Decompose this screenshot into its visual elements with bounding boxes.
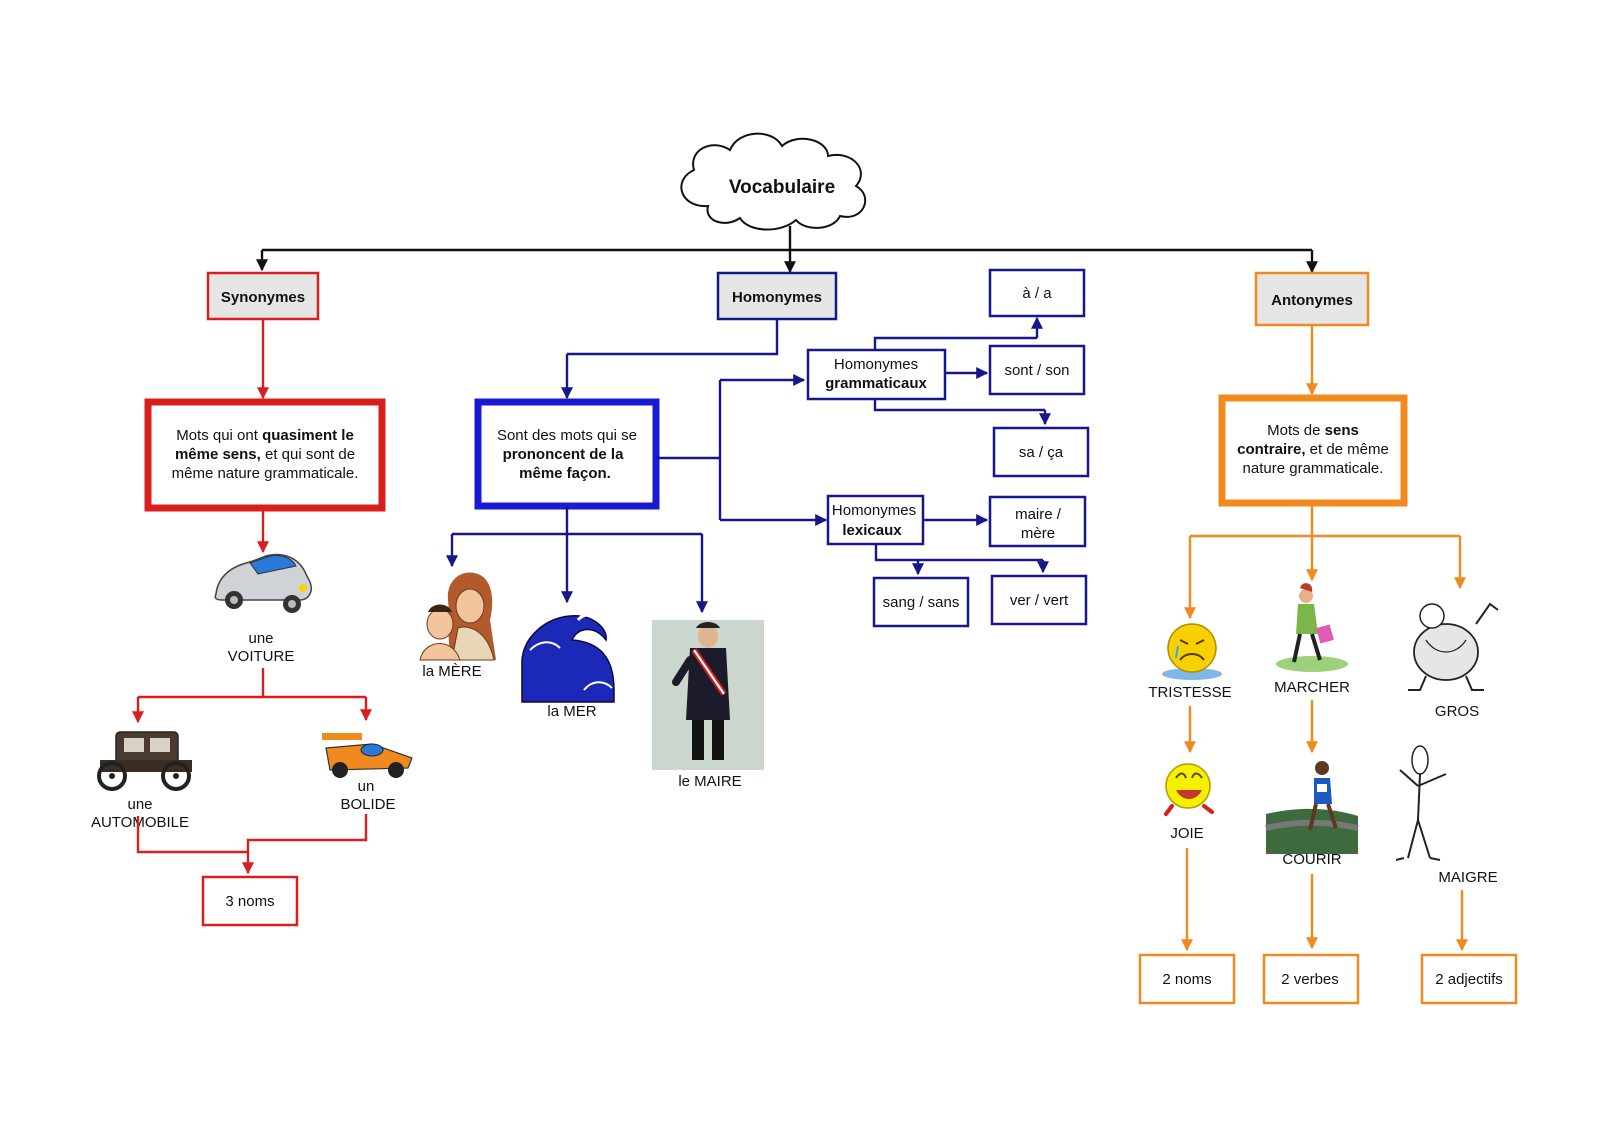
synonymes-definition-line1: Mots qui ont quasiment le bbox=[176, 427, 354, 444]
ant-def-bold0: sens bbox=[1325, 422, 1359, 439]
pair-ver: ver / vert bbox=[1010, 592, 1069, 609]
lexicaux-line1: Homonymes bbox=[832, 502, 916, 519]
voiture-article: une bbox=[248, 630, 273, 647]
antonymes-summary-box-1 bbox=[1138, 953, 1236, 1005]
automobile-article: une bbox=[127, 796, 152, 813]
happy-face-icon bbox=[1164, 763, 1214, 816]
synonymes-definition-line3: même nature grammaticale. bbox=[172, 465, 359, 482]
courir-caption: COURIR bbox=[1282, 851, 1341, 868]
antonymes-definition-line2: contraire, et de même bbox=[1237, 441, 1389, 458]
synonymes-definition-line2: même sens, et qui sont de bbox=[175, 446, 355, 463]
voiture-noun: VOITURE bbox=[228, 648, 295, 665]
synonymes-summary: 3 noms bbox=[225, 893, 274, 910]
mere-caption: la MÈRE bbox=[422, 663, 481, 680]
joie-caption: JOIE bbox=[1170, 825, 1203, 842]
antonymes-summary-box-2 bbox=[1262, 953, 1360, 1005]
synonymes-branch: Synonymes Mots qui ont quasiment le même… bbox=[91, 271, 413, 927]
homonymes-definition-line3: même façon. bbox=[519, 465, 611, 482]
antonymes-summary-2: 2 verbes bbox=[1281, 971, 1339, 988]
grammaticaux-box bbox=[806, 348, 947, 401]
mayor-icon bbox=[652, 620, 764, 770]
pair-maire-line1: maire / bbox=[1015, 506, 1062, 523]
thin-man-icon bbox=[1395, 745, 1447, 861]
vintage-car-icon bbox=[97, 731, 192, 791]
pair-sa: sa / ça bbox=[1019, 444, 1064, 461]
sad-face-icon bbox=[1162, 623, 1222, 680]
synonymes-summary-box bbox=[201, 875, 299, 927]
automobile-noun: AUTOMOBILE bbox=[91, 814, 189, 831]
pair-sang: sang / sans bbox=[883, 594, 960, 611]
grammaticaux-line2: grammaticaux bbox=[825, 375, 927, 392]
pair-box-ver bbox=[990, 574, 1088, 626]
mother-child-icon bbox=[419, 572, 496, 661]
antonymes-definition-line1: Mots de sens bbox=[1267, 422, 1359, 439]
syn-def-pre: Mots qui ont bbox=[176, 427, 262, 444]
homonymes-definition-line1: Sont des mots qui se bbox=[497, 427, 637, 444]
maire-caption: le MAIRE bbox=[678, 773, 741, 790]
antonymes-summary-box-3 bbox=[1420, 953, 1518, 1005]
maigre-caption: MAIGRE bbox=[1438, 869, 1497, 886]
syn-def-mid: et qui sont de bbox=[261, 446, 355, 463]
root-title: Vocabulaire bbox=[729, 177, 835, 198]
race-car-icon bbox=[322, 733, 413, 778]
pair-box-sont bbox=[988, 344, 1086, 396]
pair-box-maire bbox=[988, 495, 1087, 548]
ant-def-pre: Mots de bbox=[1267, 422, 1325, 439]
ant-def-mid: et de même bbox=[1305, 441, 1388, 458]
ant-def-bold1: contraire, bbox=[1237, 441, 1305, 458]
pair-maire-line2: mère bbox=[1021, 525, 1055, 542]
walking-woman-icon bbox=[1276, 583, 1348, 672]
homonymes-definition-line2: prononcent de la bbox=[503, 446, 625, 463]
runner-icon bbox=[1265, 761, 1359, 854]
root-node: Vocabulaire bbox=[680, 132, 867, 231]
antonymes-label: Antonymes bbox=[1271, 292, 1353, 309]
homonymes-branch: Homonymes Sont des mots qui se prononcen… bbox=[419, 268, 1090, 790]
antonymes-header bbox=[1254, 271, 1370, 327]
wave-icon bbox=[521, 613, 615, 703]
pair-box-sa bbox=[992, 426, 1090, 478]
synonymes-label: Synonymes bbox=[221, 289, 305, 306]
marcher-caption: MARCHER bbox=[1274, 679, 1350, 696]
gros-caption: GROS bbox=[1435, 703, 1479, 720]
antonymes-branch: Antonymes Mots de sens contraire, et de … bbox=[1138, 271, 1518, 1005]
pair-box-sang bbox=[872, 576, 970, 628]
homonymes-label: Homonymes bbox=[732, 289, 822, 306]
syn-def-bold2: même sens, bbox=[175, 446, 261, 463]
antonymes-definition-line3: nature grammaticale. bbox=[1243, 460, 1384, 477]
antonymes-summary-3: 2 adjectifs bbox=[1435, 971, 1503, 988]
root-connectors bbox=[256, 226, 1318, 274]
cloud-shape bbox=[680, 132, 867, 231]
pair-sont: sont / son bbox=[1004, 362, 1069, 379]
mer-caption: la MER bbox=[547, 703, 596, 720]
bolide-article: un bbox=[358, 778, 375, 795]
synonymes-header bbox=[206, 271, 320, 321]
tristesse-caption: TRISTESSE bbox=[1148, 684, 1231, 701]
antonymes-summary-1: 2 noms bbox=[1162, 971, 1211, 988]
grammaticaux-line1: Homonymes bbox=[834, 356, 918, 373]
bolide-noun: BOLIDE bbox=[340, 796, 395, 813]
syn-def-bold1: quasiment le bbox=[262, 427, 354, 444]
synonymes-definition-box bbox=[144, 398, 386, 512]
lexicaux-line2: lexicaux bbox=[842, 522, 902, 539]
pair-box-a bbox=[988, 268, 1086, 318]
fat-man-icon bbox=[1408, 602, 1499, 691]
pair-a: à / a bbox=[1022, 285, 1052, 302]
car-icon bbox=[214, 553, 312, 613]
